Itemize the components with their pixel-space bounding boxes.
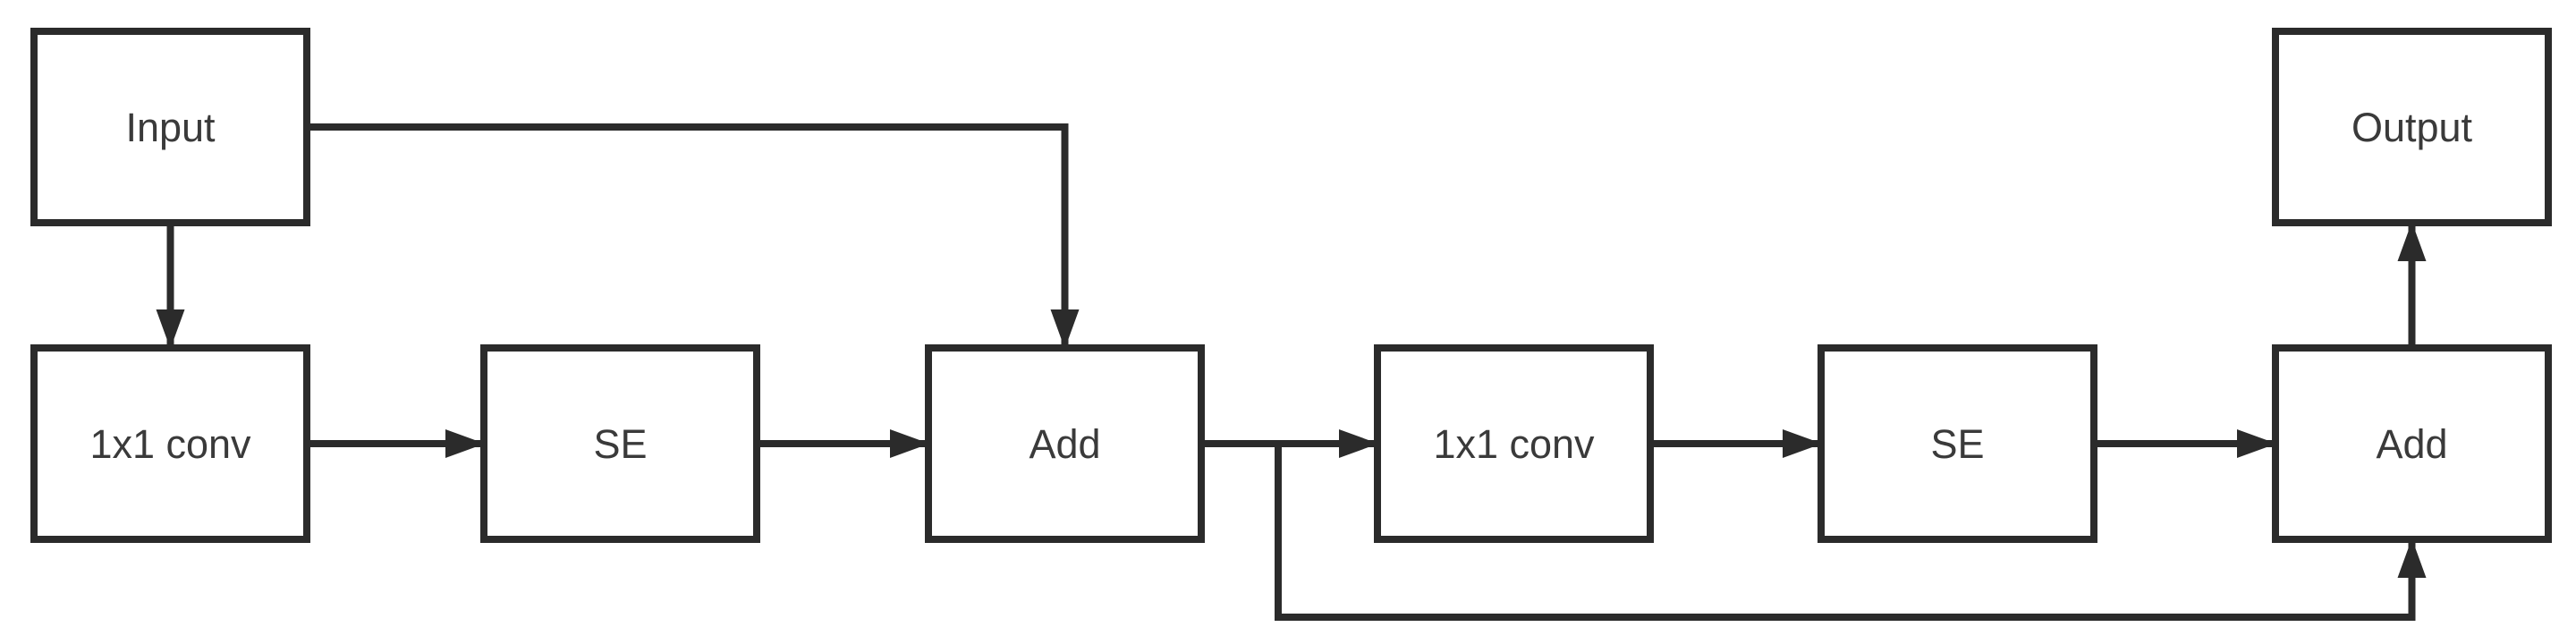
node-add2-box <box>2272 344 2552 543</box>
node-conv1-box <box>30 344 310 543</box>
node-output-box <box>2272 28 2552 226</box>
node-input-label: Input <box>125 105 216 150</box>
node-se1-box <box>480 344 760 543</box>
node-conv2: 1x1 conv <box>1374 344 1654 543</box>
node-add2-label: Add <box>2376 421 2447 467</box>
node-se1-label: SE <box>593 421 647 467</box>
node-output-label: Output <box>2351 105 2473 150</box>
node-output: Output <box>2272 28 2552 226</box>
node-input: Input <box>30 28 310 226</box>
node-add2: Add <box>2272 344 2552 543</box>
node-se1: SE <box>480 344 760 543</box>
node-input-box <box>30 28 310 226</box>
node-conv2-label: 1x1 conv <box>1433 421 1595 467</box>
node-conv1: 1x1 conv <box>30 344 310 543</box>
node-se2-box <box>1818 344 2097 543</box>
node-se2: SE <box>1818 344 2097 543</box>
node-se2-label: SE <box>1930 421 1984 467</box>
edge-input-to-add1-skip <box>307 123 1080 349</box>
node-conv1-label: 1x1 conv <box>89 421 251 467</box>
node-add1-label: Add <box>1029 421 1100 467</box>
node-conv2-box <box>1374 344 1654 543</box>
node-add1-box <box>925 344 1205 543</box>
node-add1: Add <box>925 344 1205 543</box>
edge-add1-to-add2-skip <box>1275 444 2427 621</box>
